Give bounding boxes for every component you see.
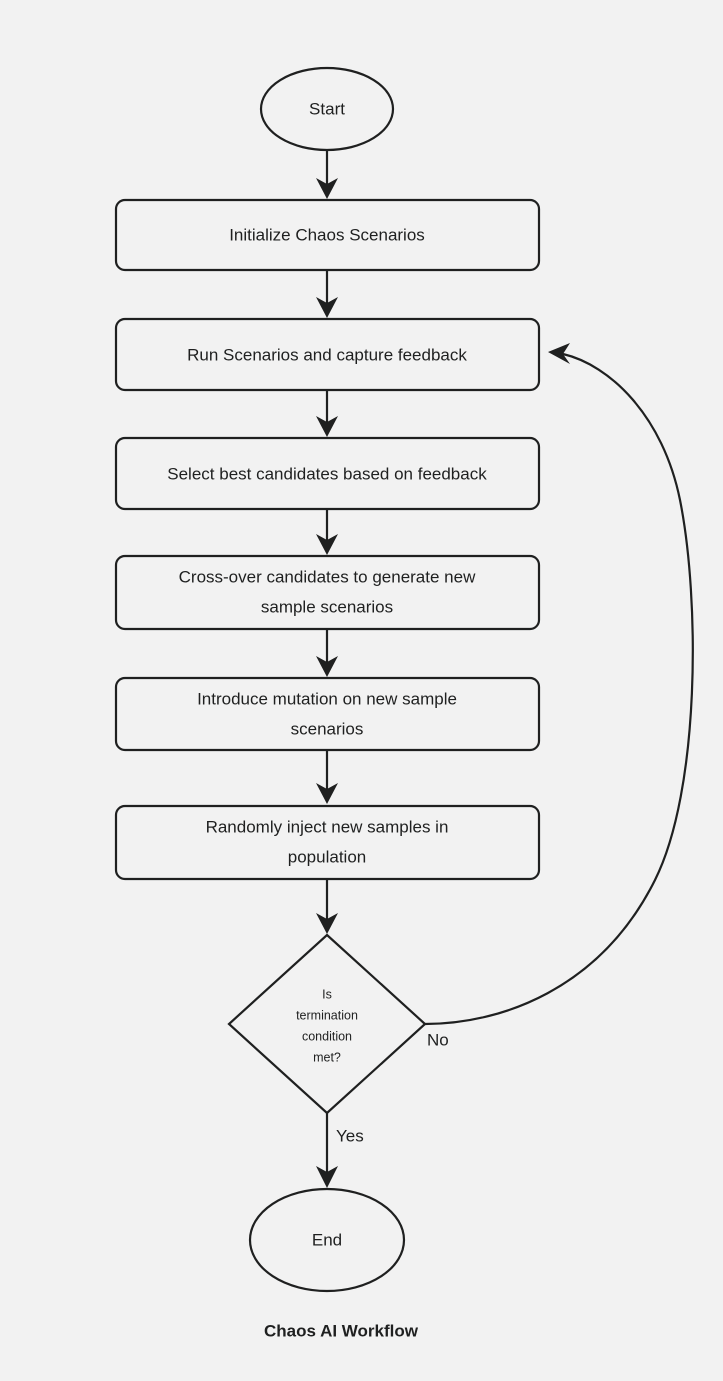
- node-mutation[interactable]: Introduce mutation on new sample scenari…: [114, 676, 541, 752]
- node-inject[interactable]: Randomly inject new samples in populatio…: [114, 804, 541, 881]
- inject-label-line2: population: [288, 847, 366, 866]
- edge-label-yes: Yes: [336, 1126, 364, 1145]
- start-ellipse[interactable]: [259, 66, 395, 152]
- node-end[interactable]: End: [248, 1187, 406, 1293]
- select-label: Select best candidates based on feedback: [167, 464, 487, 483]
- diagram-title: Chaos AI Workflow: [264, 1321, 419, 1340]
- edge-inject-to-decision: [316, 879, 338, 934]
- decision-label-line3: condition: [302, 1029, 352, 1043]
- initialize-label: Initialize Chaos Scenarios: [229, 225, 425, 244]
- crossover-label-line1: Cross-over candidates to generate new: [179, 567, 476, 586]
- initialize-box[interactable]: [114, 198, 541, 272]
- arrow-head-icon: [316, 416, 338, 437]
- arrow-head-icon: [316, 297, 338, 318]
- crossover-label-line2: sample scenarios: [261, 597, 393, 616]
- mutation-label-line2: scenarios: [291, 719, 364, 738]
- nodes-layer: Start Initialize Chaos Scenarios Run Sce…: [114, 66, 541, 1293]
- arrow-head-icon: [316, 1166, 338, 1188]
- run-label: Run Scenarios and capture feedback: [187, 345, 467, 364]
- arrow-head-icon: [316, 534, 338, 555]
- edge-start-to-initialize: [316, 150, 338, 199]
- arrow-head-icon: [316, 783, 338, 804]
- start-label: Start: [309, 99, 345, 118]
- arrow-head-icon: [316, 913, 338, 934]
- edges-layer: Yes No: [316, 150, 694, 1188]
- edge-crossover-to-mutation: [316, 629, 338, 677]
- edge-run-to-select: [316, 390, 338, 437]
- edge-initialize-to-run: [316, 270, 338, 318]
- mutation-box[interactable]: [114, 676, 541, 752]
- inject-label-line1: Randomly inject new samples in: [206, 817, 449, 836]
- edge-decision-to-end-yes: Yes: [316, 1113, 364, 1188]
- node-select[interactable]: Select best candidates based on feedback: [114, 436, 541, 511]
- edge-mutation-to-inject: [316, 750, 338, 804]
- arrow-head-icon: [316, 178, 338, 199]
- arrow-head-icon: [316, 656, 338, 677]
- decision-label-line4: met?: [313, 1050, 341, 1064]
- node-crossover[interactable]: Cross-over candidates to generate new sa…: [114, 554, 541, 631]
- mutation-label-line1: Introduce mutation on new sample: [197, 689, 457, 708]
- node-run[interactable]: Run Scenarios and capture feedback: [114, 317, 541, 392]
- inject-box[interactable]: [114, 804, 541, 881]
- edge-decision-to-run-no: No: [424, 343, 694, 1049]
- end-ellipse[interactable]: [248, 1187, 406, 1293]
- decision-label-line1: Is: [322, 987, 332, 1001]
- node-decision[interactable]: Is termination condition met?: [227, 933, 427, 1115]
- edge-label-no: No: [427, 1030, 449, 1049]
- node-initialize[interactable]: Initialize Chaos Scenarios: [114, 198, 541, 272]
- decision-diamond[interactable]: [227, 933, 427, 1115]
- node-start[interactable]: Start: [259, 66, 395, 152]
- crossover-box[interactable]: [114, 554, 541, 631]
- select-box[interactable]: [114, 436, 541, 511]
- end-label: End: [312, 1230, 342, 1249]
- run-box[interactable]: [114, 317, 541, 392]
- decision-label-line2: termination: [296, 1008, 358, 1022]
- edge-select-to-crossover: [316, 509, 338, 555]
- arrow-head-icon: [548, 343, 570, 364]
